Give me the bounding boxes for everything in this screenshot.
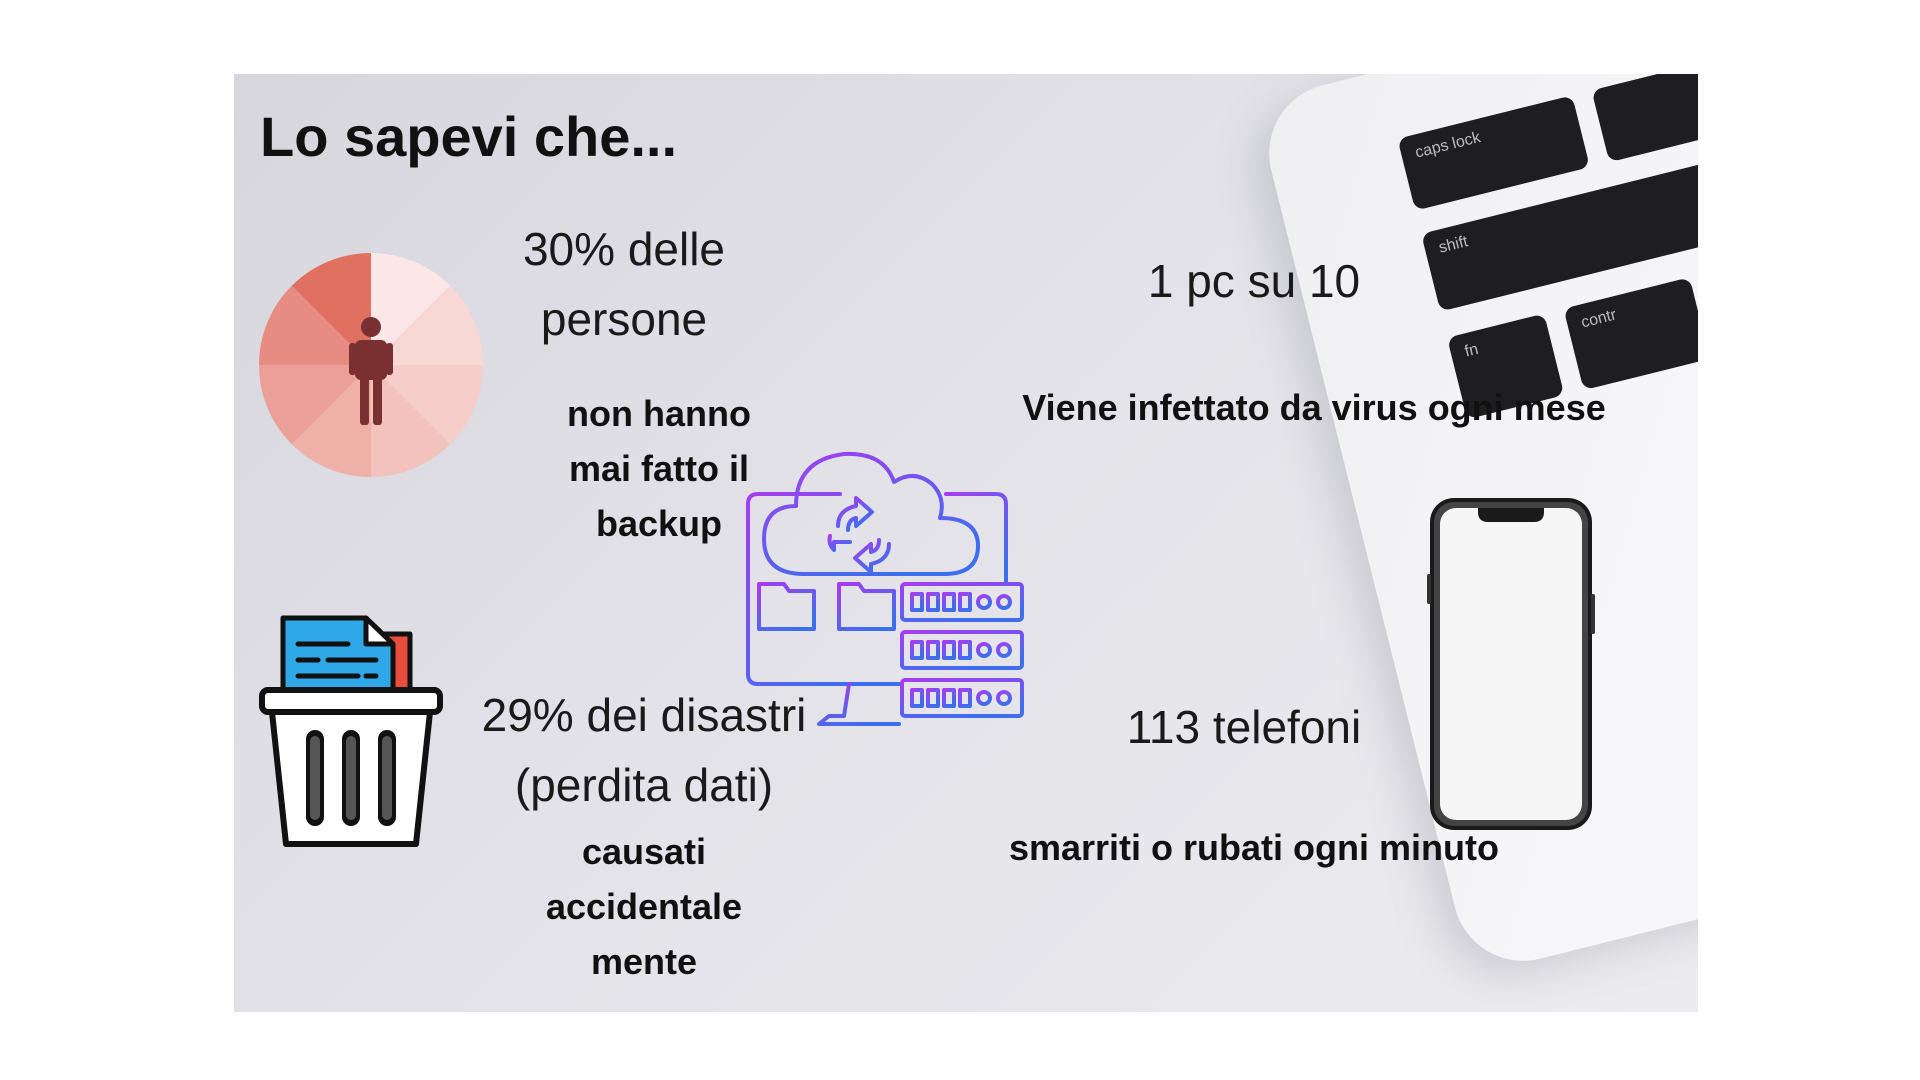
page-title: Lo sapevi che... bbox=[260, 105, 678, 168]
stat-disaster-line1: 29% dei disastri bbox=[481, 689, 807, 741]
smartphone-icon bbox=[1427, 498, 1595, 830]
key-label: contr bbox=[1579, 306, 1619, 332]
key-control: contr bbox=[1563, 277, 1698, 391]
key-label: fn bbox=[1463, 340, 1481, 361]
stat-virus-value: 1 pc su 10 bbox=[1147, 255, 1361, 307]
key-top bbox=[1591, 74, 1698, 163]
stat-backup-line2: persone bbox=[540, 293, 708, 345]
stat-backup-percent: 30% delle persone bbox=[474, 214, 774, 354]
backup-server-icon bbox=[746, 451, 1024, 726]
desc-line: mente bbox=[590, 941, 698, 982]
stat-disaster-description: causati accidentale mente bbox=[514, 824, 774, 989]
key-caps-lock: caps lock bbox=[1397, 95, 1590, 211]
stat-disaster-percent: 29% dei disastri (perdita dati) bbox=[464, 680, 824, 820]
desc-line: mai fatto il bbox=[568, 448, 750, 489]
desc-line: accidentale bbox=[545, 886, 743, 927]
stat-phones-description: smarriti o rubati ogni minuto bbox=[1008, 827, 1499, 868]
desc-line: backup bbox=[595, 503, 723, 544]
stat-phones-value: 113 telefoni bbox=[1126, 701, 1362, 753]
pie-person-icon bbox=[259, 253, 483, 477]
desc-line: non hanno bbox=[567, 393, 751, 434]
stat-backup-line1: 30% delle bbox=[522, 223, 726, 275]
stat-virus-description: Viene infettato da virus ogni mese bbox=[1022, 387, 1606, 428]
desc-line: causati bbox=[581, 831, 707, 872]
slide: caps lock shift fn contr Lo sapevi che..… bbox=[234, 74, 1698, 1012]
stat-disaster-line2: (perdita dati) bbox=[514, 759, 774, 811]
key-label: caps lock bbox=[1413, 129, 1483, 162]
key-label: shift bbox=[1437, 233, 1470, 257]
stat-backup-description: non hanno mai fatto il backup bbox=[534, 386, 784, 551]
trash-documents-icon bbox=[259, 615, 443, 847]
